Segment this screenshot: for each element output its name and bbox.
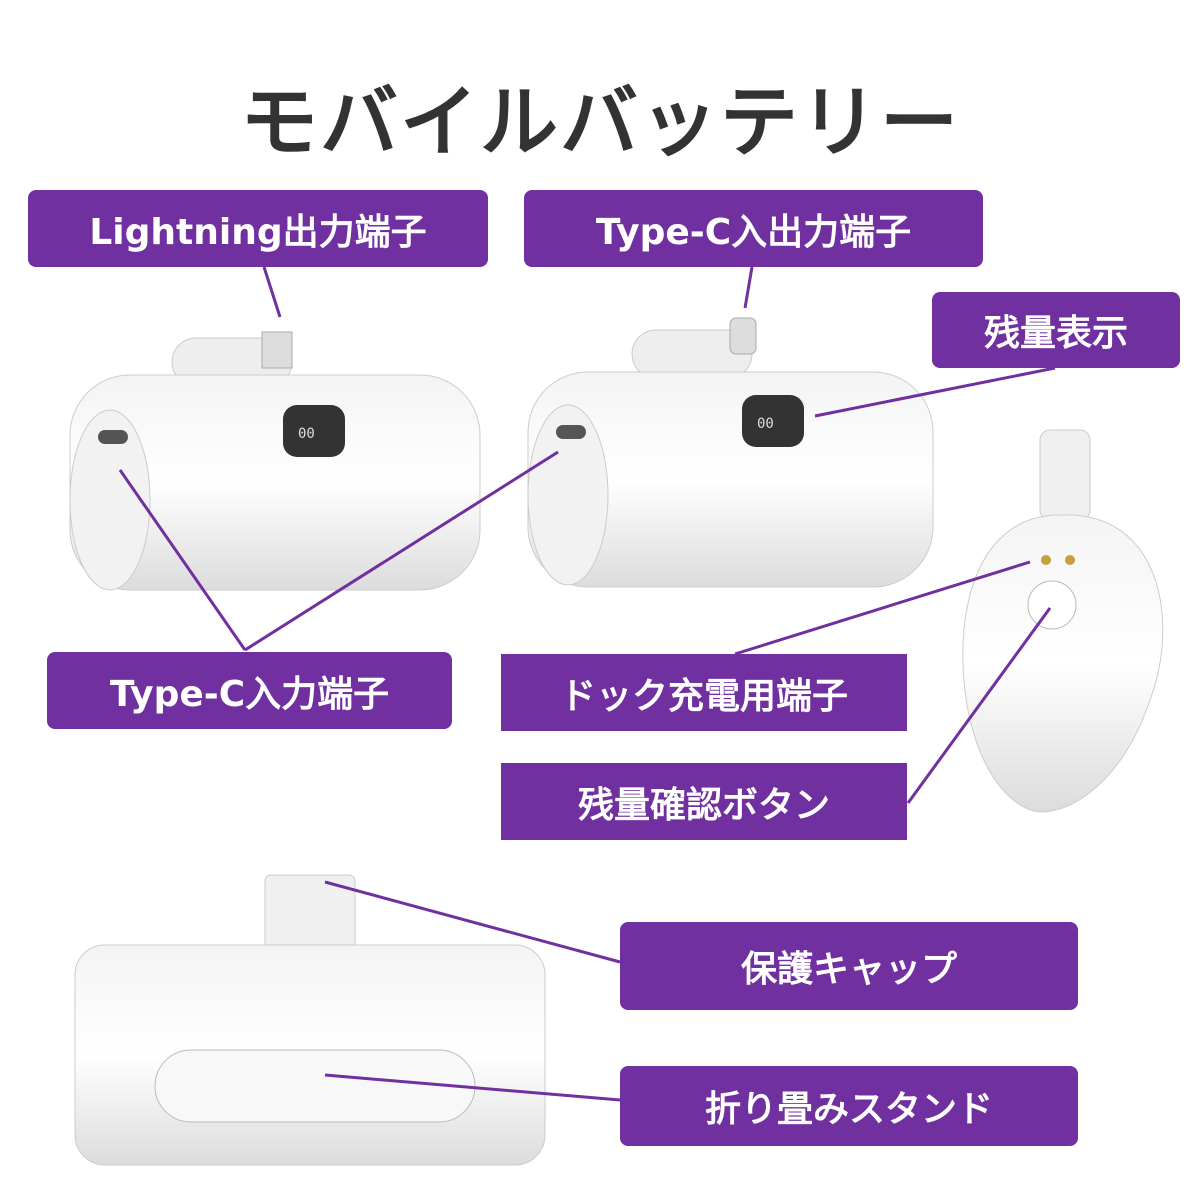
label-typec-input: Type-C入力端子 bbox=[47, 652, 452, 729]
page-title: モバイルバッテリー bbox=[239, 78, 960, 168]
label-typec-input-output: Type-C入出力端子 bbox=[524, 190, 983, 267]
label-lightning-output: Lightning出力端子 bbox=[28, 190, 488, 267]
battery-side-view bbox=[74, 874, 546, 1166]
battery-end-view bbox=[962, 429, 1164, 813]
label-battery-display: 残量表示 bbox=[932, 292, 1180, 368]
leader-lines bbox=[118, 266, 1056, 1102]
label-dock-terminal: ドック充電用端子 bbox=[501, 654, 907, 731]
battery-typec: 00 bbox=[527, 317, 934, 588]
label-folding-stand: 折り畳みスタンド bbox=[620, 1066, 1078, 1146]
battery-lightning: 00 bbox=[69, 331, 481, 591]
label-check-button: 残量確認ボタン bbox=[501, 763, 907, 840]
svg-text:00: 00 bbox=[298, 426, 315, 442]
label-protective-cap: 保護キャップ bbox=[620, 922, 1078, 1010]
svg-text:00: 00 bbox=[757, 416, 774, 432]
